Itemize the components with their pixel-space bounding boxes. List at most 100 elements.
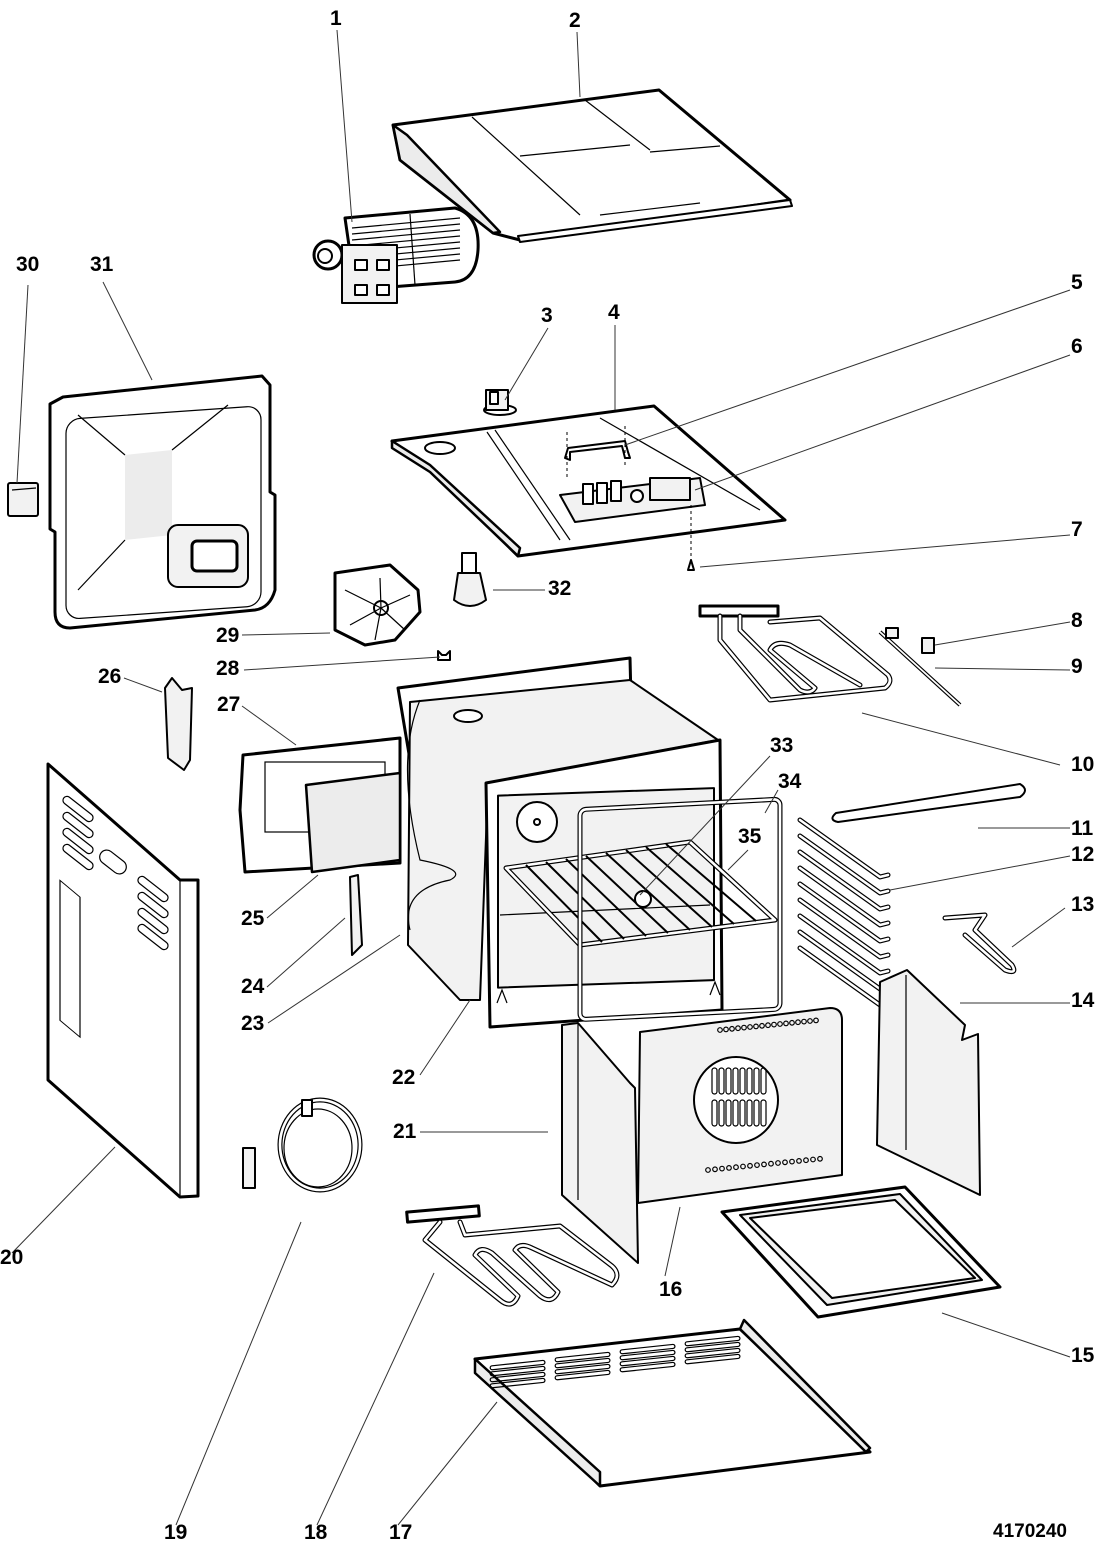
vent-slot [554, 1357, 611, 1369]
part-rear-panel [48, 374, 277, 630]
vent-slot [619, 1355, 676, 1367]
louvre-slot [137, 875, 169, 903]
callout-label-6: 6 [1071, 335, 1083, 358]
grille-slot [711, 1099, 718, 1127]
leader-line-20 [11, 1146, 116, 1254]
leader-line-10 [861, 712, 1061, 766]
vent-hole [740, 1163, 746, 1170]
part-drip-tray [720, 1185, 1002, 1319]
vent-hole [777, 1021, 783, 1027]
part-thermostat-probe [878, 627, 962, 707]
vent-hole [789, 1019, 795, 1026]
leader-line-35 [727, 849, 749, 871]
vent-hole [717, 1027, 723, 1033]
vent-hole [783, 1020, 789, 1027]
vent-hole [723, 1026, 729, 1033]
vent-slot [684, 1347, 741, 1359]
callout-label-16: 16 [659, 1278, 682, 1301]
callout-label-32: 32 [548, 577, 571, 600]
vent-hole [796, 1157, 802, 1164]
grille-slot [739, 1099, 746, 1127]
part-bottom-panel [473, 1318, 872, 1488]
grille-slot [725, 1067, 732, 1095]
callout-label-8: 8 [1071, 609, 1083, 632]
callout-label-4: 4 [608, 301, 620, 324]
part-left-catalytic-liner [561, 1022, 639, 1264]
louvre-slot [137, 891, 169, 919]
leader-line-1 [336, 29, 353, 223]
leader-line-26 [123, 677, 163, 693]
part-oven-shelf [503, 839, 778, 948]
shelf-bar [645, 846, 735, 925]
part-fan-cover [333, 563, 422, 647]
part-lamp-holder [453, 552, 487, 607]
part-grill-element [698, 604, 893, 703]
vent-hole [771, 1021, 777, 1028]
shelf-bar [525, 864, 603, 943]
grille-slot [753, 1099, 760, 1127]
leader-line-5 [624, 289, 1071, 446]
callout-label-15: 15 [1071, 1344, 1095, 1367]
part-door-seal [577, 796, 783, 1022]
grille-slot [732, 1099, 739, 1127]
part-top-cover [391, 88, 793, 243]
part-insulation-block [304, 771, 402, 874]
grille-slot [718, 1067, 725, 1095]
part-upper-plate [390, 404, 787, 560]
callout-label-19: 19 [164, 1521, 187, 1544]
grille-slot [725, 1099, 732, 1127]
callout-label-22: 22 [392, 1066, 415, 1089]
vent-hole [735, 1025, 741, 1032]
callout-label-21: 21 [393, 1120, 417, 1143]
part-circular-element [242, 1097, 363, 1193]
vent-hole [782, 1159, 788, 1166]
callout-label-12: 12 [1071, 843, 1094, 866]
vent-hole [768, 1160, 774, 1167]
part-right-catalytic-liner [876, 969, 981, 1196]
vent-hole [807, 1018, 813, 1024]
leader-line-8 [934, 621, 1071, 646]
leader-line-29 [241, 632, 331, 636]
louvre-slot [62, 843, 94, 871]
louvre-slot [62, 795, 94, 823]
vent-slot [554, 1363, 611, 1375]
grille-slot [711, 1067, 718, 1095]
vent-hole [759, 1022, 765, 1029]
vent-hole [747, 1162, 753, 1169]
runner-wire-inner [798, 898, 890, 959]
vent-hole [726, 1164, 732, 1171]
callout-label-31: 31 [90, 253, 114, 276]
diagram-reference-number: 4170240 [993, 1521, 1067, 1542]
leader-line-6 [694, 354, 1071, 491]
grille-slot [746, 1067, 753, 1095]
leader-line-25 [266, 874, 319, 919]
vent-hole [775, 1160, 781, 1166]
runner-wire-inner [798, 914, 890, 975]
part-small-clip [437, 650, 451, 661]
vent-hole [705, 1167, 711, 1173]
leader-line-7 [699, 534, 1071, 568]
leader-line-22 [419, 999, 471, 1076]
callout-label-29: 29 [216, 624, 239, 647]
leader-line-31 [102, 281, 153, 381]
callout-label-20: 20 [0, 1246, 23, 1269]
vent-hole [712, 1166, 718, 1173]
leader-line-33 [639, 755, 771, 896]
callout-label-33: 33 [770, 734, 793, 757]
part-side-runner-rack [797, 817, 891, 1008]
vent-hole [753, 1023, 759, 1030]
runner-wire-inner [798, 850, 890, 911]
louvre-slot [137, 923, 169, 951]
vent-hole [810, 1156, 816, 1163]
part-bottom-element [405, 1204, 620, 1307]
runner-wire-inner [798, 834, 890, 895]
shelf-bar [665, 843, 757, 922]
leader-line-13 [1011, 907, 1066, 948]
leader-line-18 [316, 1272, 435, 1526]
callout-label-7: 7 [1071, 518, 1083, 541]
part-side-bracket [164, 677, 193, 771]
vent-slot [684, 1341, 741, 1353]
callout-label-24: 24 [241, 975, 265, 998]
